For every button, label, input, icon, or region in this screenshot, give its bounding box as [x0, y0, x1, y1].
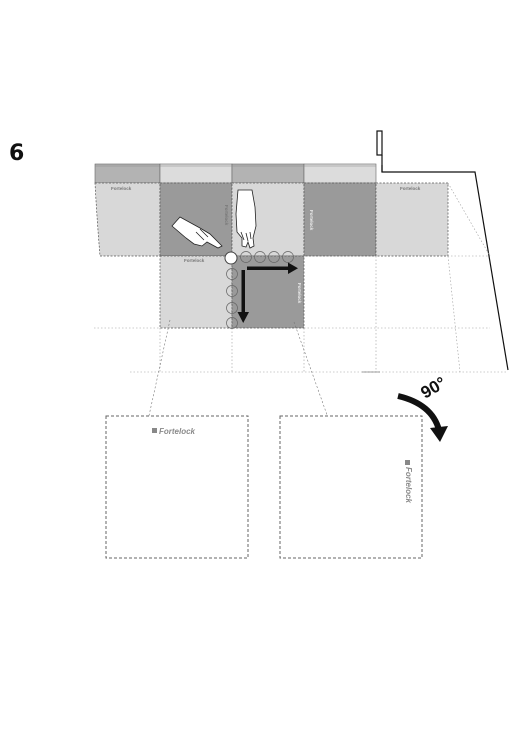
floor-tile: [375, 182, 449, 257]
joint-circle-icon: [226, 268, 238, 280]
hand-pressing-icon: [235, 189, 257, 249]
tile-row-1: [94, 182, 449, 257]
joint-circle-icon: [254, 251, 266, 263]
border-strip-row: [94, 163, 377, 184]
tile-logo: Fortelock: [111, 186, 132, 191]
wall-line: [381, 155, 509, 371]
arrow-right-icon: [247, 262, 298, 274]
border-strip: [231, 163, 305, 184]
tile-logo: Fortelock: [184, 258, 205, 263]
corner-joint-circle-icon: [224, 251, 238, 265]
joint-circle-icon: [268, 251, 280, 263]
joint-circle-icon: [226, 302, 238, 314]
tile-brand-label: Fortelock: [404, 467, 413, 504]
fortelock-logo: [152, 428, 157, 433]
floor-tile: [303, 182, 377, 257]
tile-brand-label: Fortelock: [159, 427, 196, 436]
detail-tile-left: Fortelock: [105, 415, 249, 559]
joint-circle-icon: [240, 251, 252, 263]
detail-tile-right: Fortelock: [279, 415, 423, 559]
border-strip: [159, 163, 233, 184]
floor-tile: [94, 182, 161, 257]
tile-logo: Fortelock: [309, 210, 314, 231]
hand-pointing-icon: [171, 216, 223, 249]
arrow-down-icon: [237, 270, 249, 323]
door-frame: [376, 130, 383, 156]
room-wall: [376, 130, 509, 371]
step-number: 6: [9, 141, 25, 166]
press-direction-arrows: [237, 262, 298, 323]
joint-circle-icon: [226, 285, 238, 297]
border-strip: [303, 163, 377, 184]
tile-logo: Fortelock: [400, 186, 421, 191]
new-tile-left: [159, 255, 233, 329]
tile-logo: Fortelock: [224, 205, 229, 226]
tile-logo: Fortelock: [297, 283, 302, 304]
tile-logos: Fortelock Fortelock Fortelock Fortelock …: [111, 186, 421, 304]
rotation-label: 90°: [418, 373, 450, 402]
fortelock-logo: [405, 460, 410, 465]
joint-circle-icon: [226, 317, 238, 329]
border-strip: [94, 163, 161, 184]
rotate-clockwise-arrow-icon: [397, 393, 448, 442]
